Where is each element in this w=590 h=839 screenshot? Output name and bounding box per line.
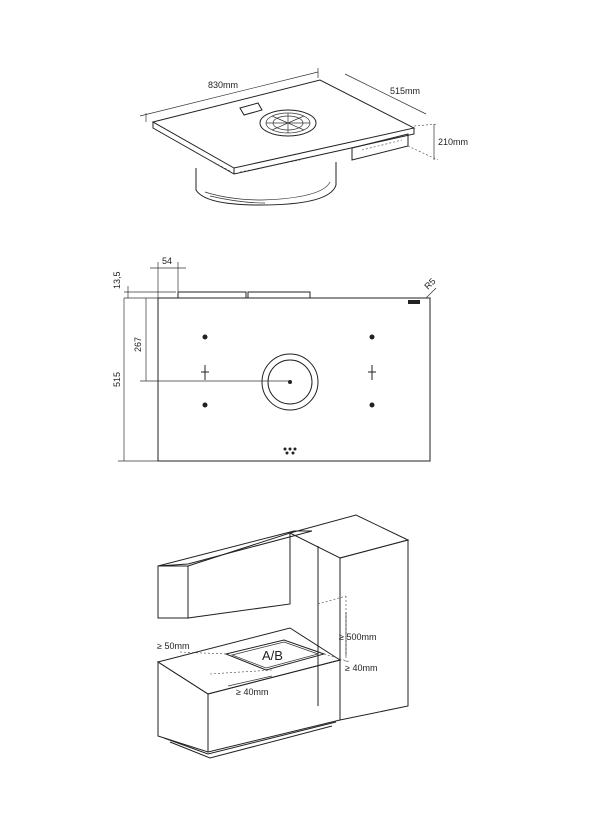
dimension-depth: 515mm — [344, 73, 427, 115]
brand-logo-mark — [408, 300, 420, 304]
clearance-back: ≥ 40mm — [345, 663, 377, 673]
hob-outline — [157, 297, 431, 462]
cooking-zone-markers — [201, 334, 376, 408]
wall-cabinet-top — [157, 530, 313, 567]
clearance-front: ≥ 40mm — [227, 675, 273, 697]
dimension-offset-top: 13,5 — [112, 271, 176, 299]
dimension-radius: R5 — [422, 276, 438, 299]
dimension-height: 210mm — [407, 123, 468, 161]
fan-housing — [195, 162, 337, 206]
dimension-offset-left: 54 — [150, 256, 186, 298]
plan-view: 13,5 54 R5 267 515 — [112, 256, 438, 462]
worktop — [156, 627, 342, 695]
rear-flap — [239, 102, 263, 116]
base-cabinet-front — [207, 659, 341, 753]
extractor-circle-icon — [261, 353, 319, 411]
clearance-front-label: ≥ 40mm — [236, 687, 268, 697]
dimension-center: 267 — [133, 298, 290, 382]
clearance-top: ≥ 500mm — [339, 612, 376, 656]
plan-depth-label: 515 — [112, 372, 122, 387]
rear-element-right — [247, 291, 311, 299]
offset-left-label: 54 — [162, 256, 172, 266]
clearance-top-label: ≥ 500mm — [339, 632, 376, 642]
isometric-hob-view: 830mm 515mm 210mm — [139, 68, 468, 206]
clearance-back-label: ≥ 40mm — [345, 663, 377, 673]
side-duct — [351, 133, 409, 161]
dimension-plan-depth: 515 — [112, 298, 158, 462]
depth-label: 515mm — [390, 86, 420, 96]
hob-label: A/B — [262, 648, 283, 663]
tall-unit-front — [339, 539, 409, 721]
installation-view: A/B ≥ 500mm ≥ 50mm ≥ 40mm ≥ 40mm — [156, 514, 410, 759]
dimension-width: 830mm — [139, 68, 319, 122]
center-label: 267 — [133, 337, 143, 352]
clearance-side: ≥ 50mm — [157, 641, 189, 651]
height-label: 210mm — [438, 137, 468, 147]
tall-unit-top — [288, 514, 410, 559]
offset-top-label: 13,5 — [112, 271, 122, 289]
rear-element-left — [177, 291, 247, 299]
wall-cabinet-side — [157, 565, 189, 619]
wall-cabinet-front — [187, 532, 291, 619]
central-fan-icon — [259, 109, 317, 137]
control-panel-icon — [283, 447, 297, 455]
clearance-side-label: ≥ 50mm — [157, 641, 189, 651]
width-label: 830mm — [208, 80, 238, 90]
